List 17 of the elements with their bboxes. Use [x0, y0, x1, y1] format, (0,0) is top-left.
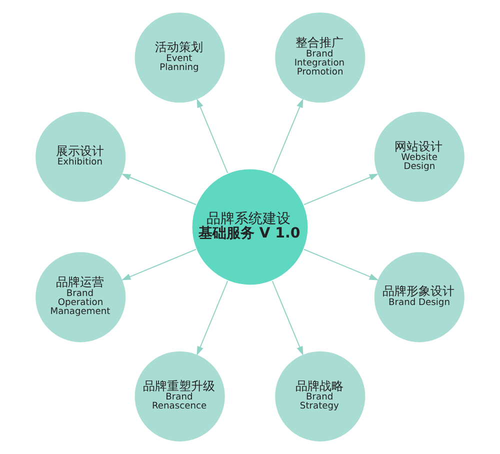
arrow	[122, 248, 196, 280]
node-circle: 品牌运营 Brand Operation Management	[34, 251, 127, 344]
node-circle: 整合推广 Brand Integration Promotion	[274, 12, 366, 104]
arrow	[196, 280, 228, 356]
arrow	[122, 174, 196, 206]
arrow	[272, 98, 304, 174]
node-circle: 网站设计 Website Design	[373, 110, 466, 203]
node-circle: 活动策划 Event Planning	[134, 12, 226, 104]
arrow	[272, 280, 304, 356]
arrow	[304, 174, 378, 206]
node-circle: 展示设计 Exhibition	[34, 110, 127, 203]
arrow	[196, 98, 228, 174]
node-circle: 品牌系统建设 基础服务 V 1.0	[191, 168, 309, 286]
node-circle: 品牌战略 Brand Strategy	[274, 350, 366, 442]
node-circle: 品牌形象设计 Brand Design	[373, 251, 466, 344]
arrow	[304, 248, 378, 280]
node-circle: 品牌重塑升级 Brand Renascence	[134, 350, 226, 442]
